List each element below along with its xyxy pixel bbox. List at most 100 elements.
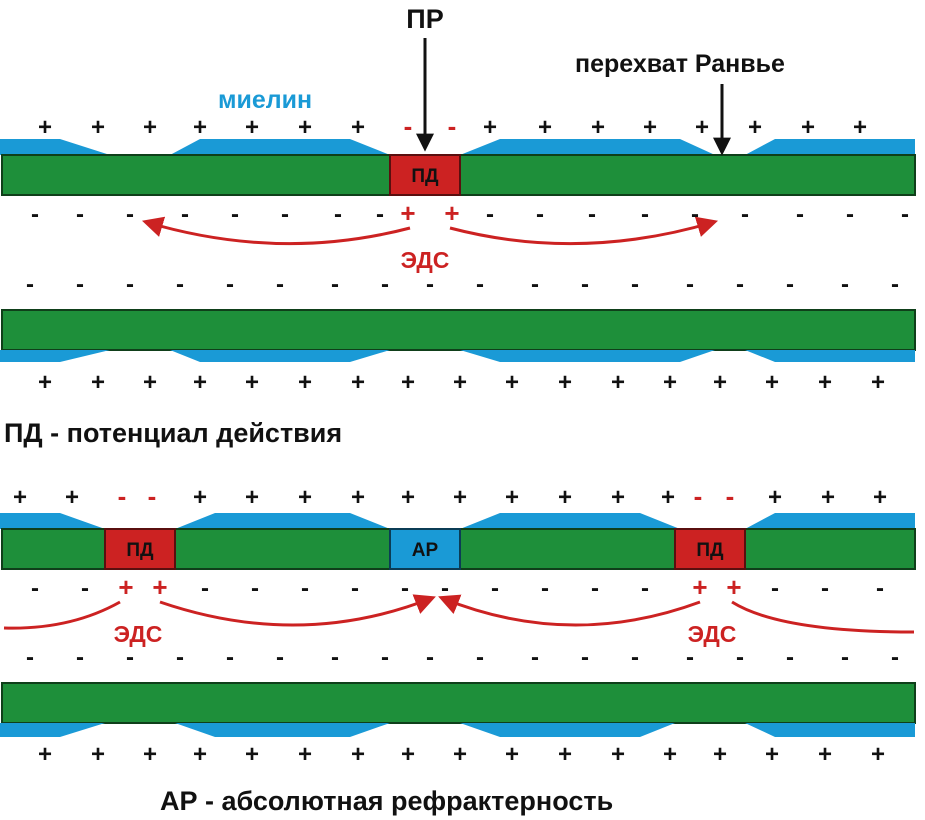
charge-sign-plus: + bbox=[661, 484, 675, 511]
axon-membrane-2-lower bbox=[1, 682, 916, 724]
charge-sign-plus: + bbox=[873, 484, 887, 511]
emf-current-arrow-left-1 bbox=[141, 216, 411, 246]
charge-sign-minus: - bbox=[276, 271, 284, 298]
charge-sign-minus: - bbox=[176, 271, 184, 298]
charge-sign-plus-depolarized: + bbox=[692, 572, 707, 602]
charge-sign-minus-depolarized: - bbox=[726, 481, 735, 511]
node-of-ranvier-label: перехват Ранвье bbox=[575, 50, 785, 78]
emf-current-arrow-far-right bbox=[731, 600, 915, 634]
charge-sign-minus: - bbox=[126, 644, 134, 671]
charge-sign-minus: - bbox=[426, 271, 434, 298]
charge-sign-minus: - bbox=[741, 201, 749, 228]
charge-sign-minus: - bbox=[631, 271, 639, 298]
axon-1-upper: ПД bbox=[0, 139, 916, 196]
myelin-2-lower bbox=[0, 723, 915, 737]
myelin-1-upper bbox=[0, 139, 915, 155]
charge-sign-minus: - bbox=[686, 644, 694, 671]
charge-sign-plus-depolarized: + bbox=[400, 198, 415, 228]
charge-sign-plus: + bbox=[871, 369, 885, 396]
charge-sign-minus: - bbox=[821, 575, 829, 602]
charge-sign-minus: - bbox=[686, 271, 694, 298]
charge-sign-plus: + bbox=[13, 484, 27, 511]
charge-sign-plus: + bbox=[818, 741, 832, 768]
charge-sign-plus: + bbox=[611, 741, 625, 768]
charge-sign-plus: + bbox=[245, 741, 259, 768]
action-potential-label-left: ПД bbox=[126, 540, 154, 561]
charge-sign-plus: + bbox=[351, 114, 365, 141]
charge-sign-minus: - bbox=[891, 644, 899, 671]
charge-sign-plus: + bbox=[245, 484, 259, 511]
emf-current-arrow-center-left bbox=[159, 594, 436, 627]
charge-sign-minus: - bbox=[786, 271, 794, 298]
charge-sign-plus: + bbox=[298, 369, 312, 396]
charge-sign-minus: - bbox=[796, 201, 804, 228]
charge-sign-minus: - bbox=[736, 271, 744, 298]
charge-sign-plus-depolarized: + bbox=[152, 572, 167, 602]
charge-sign-minus: - bbox=[581, 271, 589, 298]
charge-sign-minus: - bbox=[876, 575, 884, 602]
myelin-2-upper bbox=[0, 513, 915, 529]
charge-sign-plus: + bbox=[853, 114, 867, 141]
charge-sign-plus: + bbox=[245, 369, 259, 396]
axon-membrane-1-lower bbox=[1, 309, 916, 351]
emf-current-arrow-far-left bbox=[3, 600, 121, 630]
charge-sign-minus: - bbox=[226, 271, 234, 298]
charge-sign-minus-depolarized: - bbox=[404, 111, 413, 141]
charge-sign-minus: - bbox=[841, 271, 849, 298]
charge-sign-plus: + bbox=[768, 484, 782, 511]
action-potential-box-left bbox=[104, 528, 176, 570]
emf-current-arrow-right-1 bbox=[449, 216, 719, 246]
charge-sign-plus: + bbox=[558, 741, 572, 768]
stimulus-label: ПР bbox=[406, 4, 443, 34]
charge-sign-plus-depolarized: + bbox=[444, 198, 459, 228]
refractory-label: АР bbox=[412, 540, 439, 561]
charge-sign-plus: + bbox=[713, 741, 727, 768]
charge-sign-minus: - bbox=[281, 201, 289, 228]
charge-sign-plus: + bbox=[91, 369, 105, 396]
charge-sign-minus: - bbox=[691, 201, 699, 228]
charge-sign-minus: - bbox=[476, 271, 484, 298]
axon-2-upper: ПД АР ПД bbox=[0, 513, 916, 570]
charge-sign-plus: + bbox=[453, 741, 467, 768]
charge-sign-minus: - bbox=[201, 575, 209, 602]
charge-sign-minus: - bbox=[786, 644, 794, 671]
charge-sign-plus: + bbox=[483, 114, 497, 141]
charge-sign-minus: - bbox=[591, 575, 599, 602]
charge-sign-plus: + bbox=[591, 114, 605, 141]
charge-sign-minus: - bbox=[26, 644, 34, 671]
charge-sign-minus: - bbox=[381, 271, 389, 298]
charge-sign-plus: + bbox=[193, 741, 207, 768]
charge-sign-plus: + bbox=[663, 741, 677, 768]
charge-sign-minus: - bbox=[486, 201, 494, 228]
charge-sign-minus: - bbox=[31, 201, 39, 228]
charge-sign-plus: + bbox=[351, 484, 365, 511]
charge-sign-plus: + bbox=[65, 484, 79, 511]
charge-sign-minus: - bbox=[531, 644, 539, 671]
myelin-1-lower bbox=[0, 350, 915, 362]
action-potential-label-right: ПД bbox=[696, 540, 724, 561]
charge-sign-minus: - bbox=[891, 271, 899, 298]
myelin-label: миелин bbox=[218, 86, 312, 114]
charge-sign-minus: - bbox=[181, 201, 189, 228]
charge-sign-minus: - bbox=[381, 644, 389, 671]
charge-sign-plus: + bbox=[505, 484, 519, 511]
charge-sign-plus: + bbox=[298, 741, 312, 768]
charge-sign-minus-depolarized: - bbox=[448, 111, 457, 141]
charge-sign-plus: + bbox=[401, 741, 415, 768]
charge-sign-plus: + bbox=[538, 114, 552, 141]
refractory-box bbox=[389, 528, 461, 570]
membrane-charge-signs: + + + + + + + + + + + + + + + - - - - - - - - - - - - - - - - - - - + + - - - -… bbox=[13, 111, 909, 768]
charge-sign-plus-depolarized: + bbox=[118, 572, 133, 602]
charge-sign-minus: - bbox=[376, 201, 384, 228]
charge-sign-minus: - bbox=[231, 201, 239, 228]
charge-sign-plus: + bbox=[193, 369, 207, 396]
emf-current-arrow-center-right bbox=[438, 594, 701, 627]
action-potential-box-top bbox=[389, 154, 461, 196]
charge-sign-minus: - bbox=[581, 644, 589, 671]
legend-action-potential: ПД - потенциал действия bbox=[4, 418, 342, 448]
charge-sign-plus: + bbox=[193, 114, 207, 141]
charge-sign-minus: - bbox=[491, 575, 499, 602]
charge-sign-plus: + bbox=[748, 114, 762, 141]
charge-sign-minus: - bbox=[631, 644, 639, 671]
